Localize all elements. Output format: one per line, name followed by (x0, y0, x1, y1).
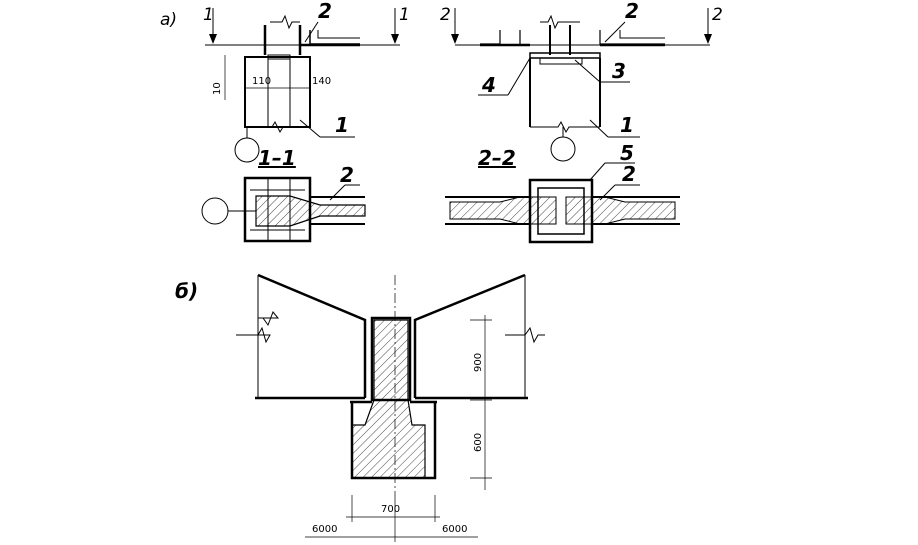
section-mark-2-right: 2 (712, 5, 723, 25)
section-2-2-plan: 2–2 5 2 (445, 141, 680, 244)
elevation-section-2: 2 2 3 4 1 2 (440, 0, 723, 162)
section-title-2-2: 2–2 (478, 146, 516, 170)
section-mark-1-left: 1 (203, 5, 214, 25)
part-label-b: б) (175, 279, 198, 303)
dim-110: 110 (252, 76, 271, 87)
callout-1-a: 1 (335, 113, 349, 137)
callout-4-b: 4 (481, 73, 496, 97)
column-foundation-section: б) 900 600 700 6000 6000 (175, 273, 545, 542)
callout-3-b: 3 (612, 59, 626, 83)
dim-140: 140 (312, 76, 331, 87)
dim-6000-left: 6000 (312, 524, 337, 535)
section-mark-1-right: 1 (399, 5, 410, 25)
callout-2-b: 2 (625, 0, 639, 23)
callout-2-a: 2 (318, 0, 332, 23)
dim-600: 600 (473, 433, 484, 452)
callout-2-s11: 2 (340, 163, 354, 187)
callout-5-s22: 5 (620, 141, 634, 165)
part-label-a: а) (160, 10, 177, 30)
dim-10: 10 (212, 82, 223, 95)
callout-2-s22: 2 (622, 162, 636, 186)
dim-900: 900 (473, 353, 484, 372)
section-mark-2-left: 2 (440, 5, 451, 25)
dim-700: 700 (381, 504, 400, 515)
callout-1-b: 1 (620, 113, 634, 137)
elevation-section-1: а) 1 1 10 110 140 1 (160, 0, 410, 163)
section-1-1-plan: 1–1 2 (201, 146, 366, 243)
dim-6000-right: 6000 (442, 524, 467, 535)
section-title-1-1: 1–1 (258, 146, 296, 170)
